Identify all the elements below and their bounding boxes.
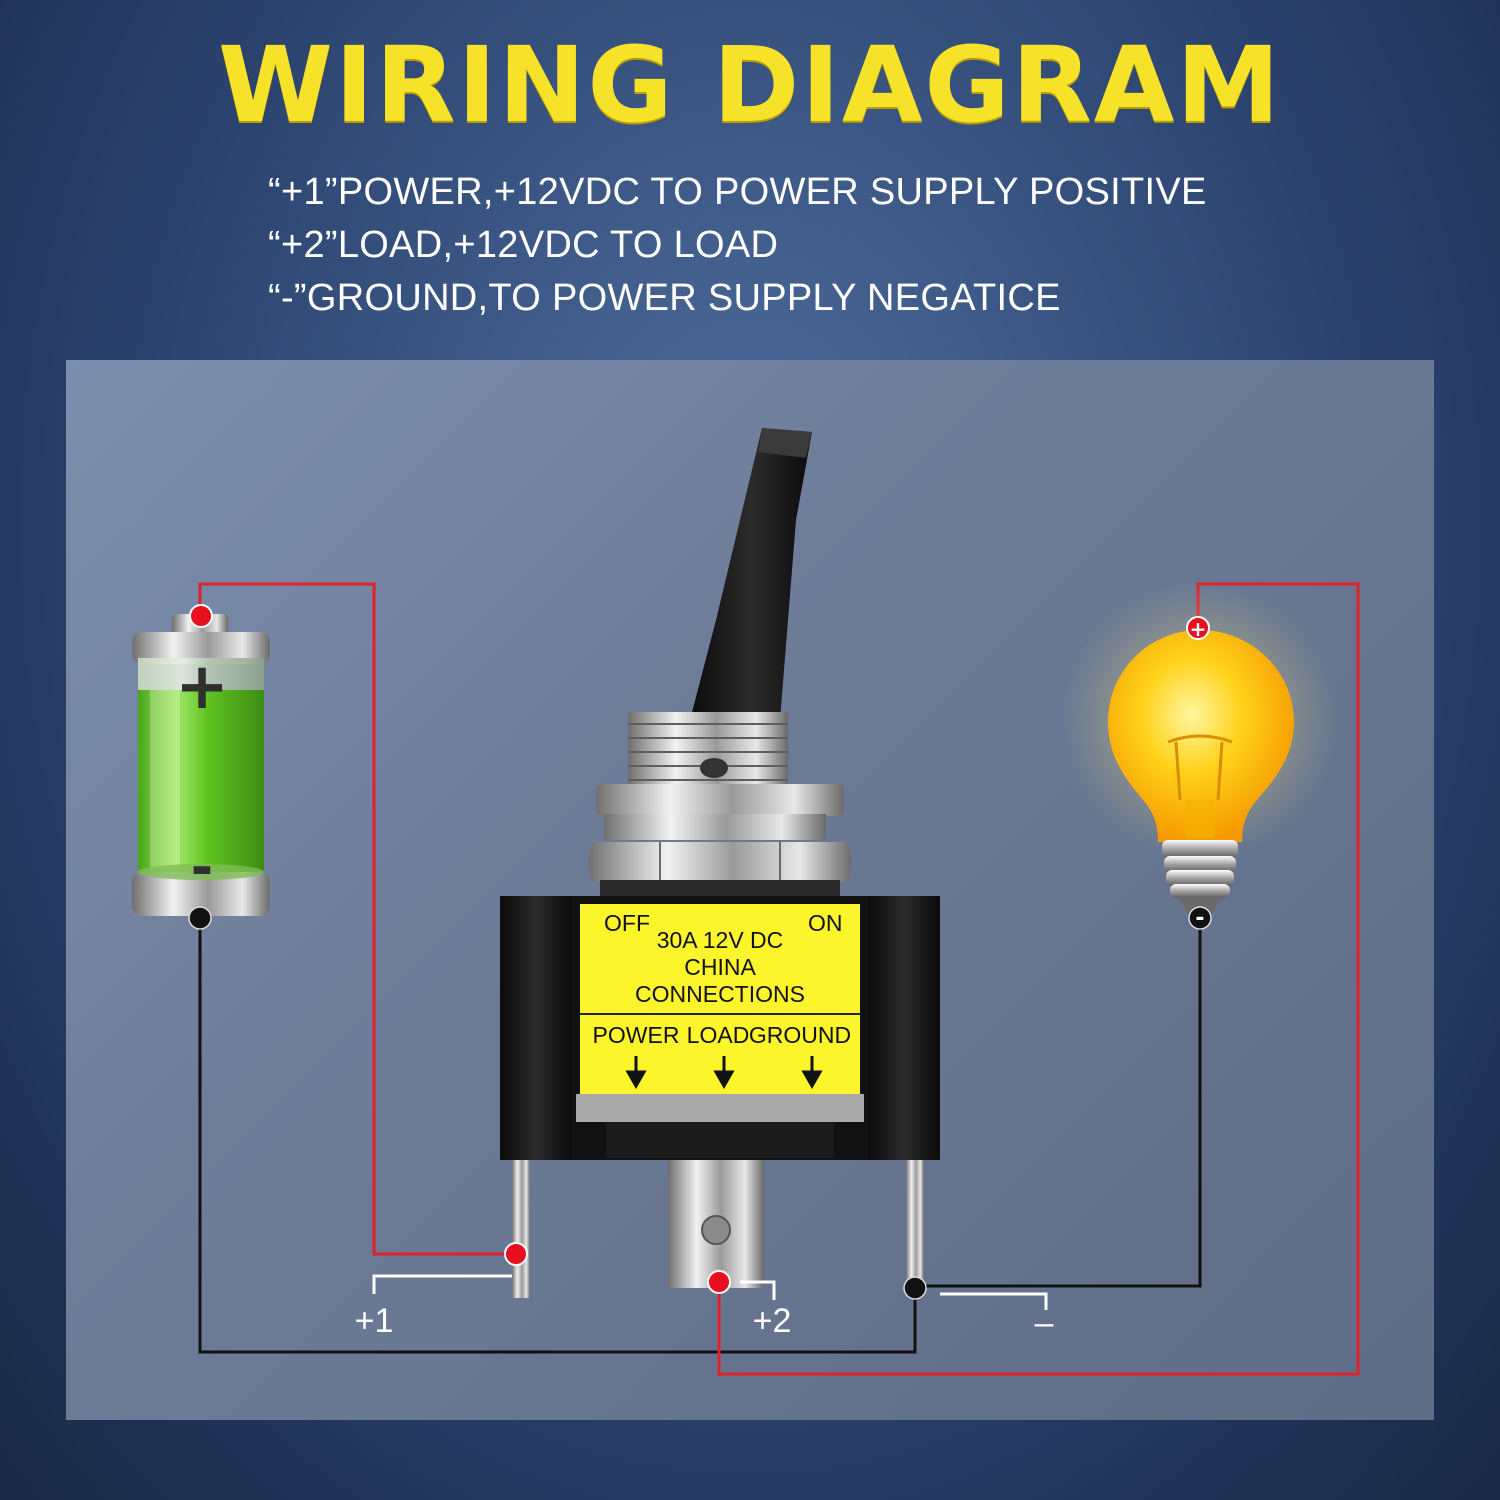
battery-positive-terminal-dot [189, 604, 213, 628]
bulb-plus-symbol: + [1190, 617, 1207, 641]
bulb-positive-terminal-dot [1186, 616, 1210, 640]
switch-label-origin: CHINA [684, 954, 756, 980]
battery: + - [132, 604, 270, 930]
bulb-minus-symbol: - [1195, 906, 1204, 931]
switch-label-ground: GROUND [749, 1022, 851, 1048]
note-ground: “-”GROUND,TO POWER SUPPLY NEGATICE [268, 277, 1061, 319]
switch-label-rating: 30A 12V DC [657, 927, 784, 953]
toggle-switch: OFF ON 30A 12V DC CHINA CONNECTIONS POWE… [500, 428, 940, 1298]
switch-label-off: OFF [604, 910, 650, 936]
negative-wire-battery-to-ground [198, 918, 917, 1354]
battery-plus-symbol: + [175, 650, 229, 724]
terminal-label-power: +1 [355, 1302, 394, 1340]
power-terminal [512, 1160, 530, 1298]
bulb-negative-terminal-dot [1188, 906, 1212, 930]
terminal-label-load: +2 [753, 1302, 792, 1340]
power-terminal-dot [504, 1242, 528, 1266]
terminal-label-ground: – [1035, 1304, 1054, 1342]
switch-label-connections: CONNECTIONS [635, 981, 805, 1007]
ground-terminal [906, 1160, 924, 1290]
switch-label-load: LOAD [687, 1022, 750, 1048]
positive-wire-battery-to-power [198, 582, 516, 1256]
ground-terminal-dot [903, 1276, 927, 1300]
negative-wire-bulb-to-ground [915, 918, 1202, 1288]
battery-negative-terminal-dot [188, 906, 212, 930]
light-bulb: + - [1060, 580, 1340, 931]
battery-minus-symbol: - [191, 836, 213, 899]
switch-lever [690, 428, 812, 720]
switch-label-arrows [625, 1056, 823, 1090]
load-terminal-dot [707, 1270, 731, 1294]
note-power: “+1”POWER,+12VDC TO POWER SUPPLY POSITIV… [268, 171, 1207, 213]
switch-label-on: ON [808, 910, 843, 936]
wiring-notes: “+1”POWER,+12VDC TO POWER SUPPLY POSITIV… [268, 166, 1207, 325]
page-title: WIRING DIAGRAM [218, 24, 1282, 146]
switch-label-power: POWER [593, 1022, 680, 1048]
terminal-labels [372, 1274, 1048, 1310]
note-load: “+2”LOAD,+12VDC TO LOAD [268, 224, 779, 266]
